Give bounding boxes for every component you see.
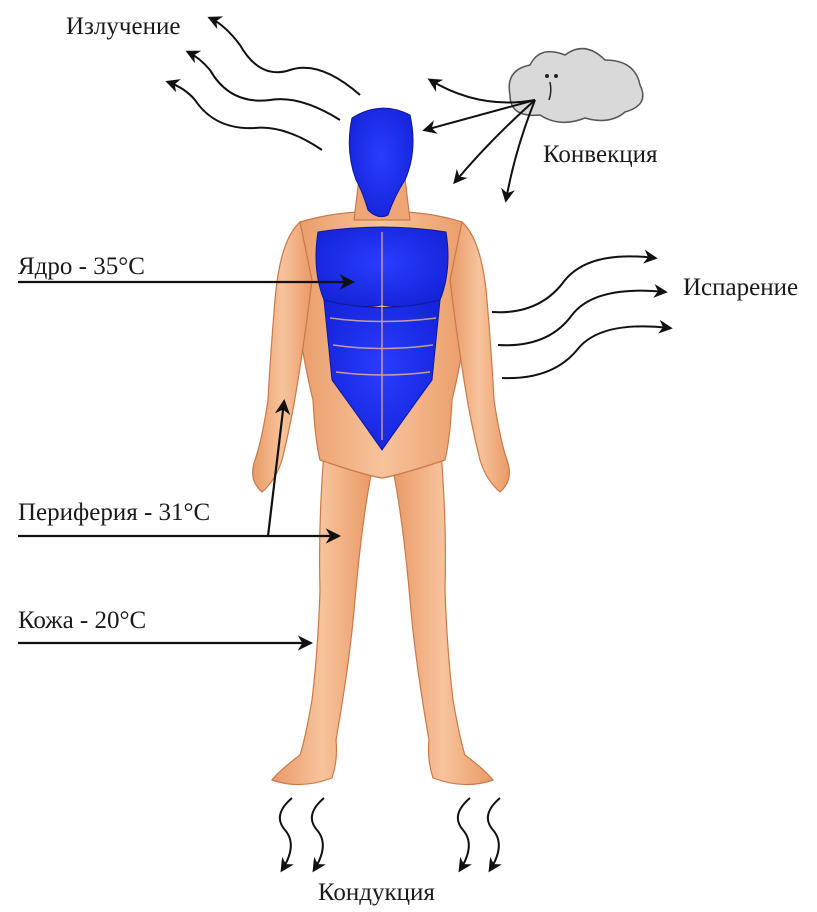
evaporation-arrow-2 <box>498 291 665 346</box>
radiation-label: Излучение <box>66 14 180 39</box>
conduction-arrow-2 <box>312 798 324 870</box>
cloud-icon <box>509 49 643 123</box>
evaporation-label: Испарение <box>683 275 798 300</box>
radiation-arrow-3 <box>168 82 322 150</box>
conduction-arrow-3 <box>458 798 470 870</box>
conduction-label: Кондукция <box>318 880 435 905</box>
conduction-arrow-1 <box>280 798 292 870</box>
evaporation-arrows <box>492 256 670 378</box>
conduction-arrow-4 <box>488 798 500 870</box>
left-arm <box>253 222 312 492</box>
radiation-arrows <box>168 18 360 150</box>
skin-label: Кожа - 20°C <box>18 608 146 633</box>
convection-label: Конвекция <box>543 142 657 167</box>
core-label: Ядро - 35°C <box>18 254 145 279</box>
conduction-arrows <box>280 798 500 870</box>
periphery-label: Периферия - 31°C <box>18 500 210 525</box>
right-leg <box>393 440 493 785</box>
radiation-arrow-1 <box>210 18 360 95</box>
left-leg <box>272 440 372 785</box>
evaporation-arrow-3 <box>502 326 670 378</box>
evaporation-arrow-1 <box>492 256 655 312</box>
radiation-arrow-2 <box>188 52 340 120</box>
